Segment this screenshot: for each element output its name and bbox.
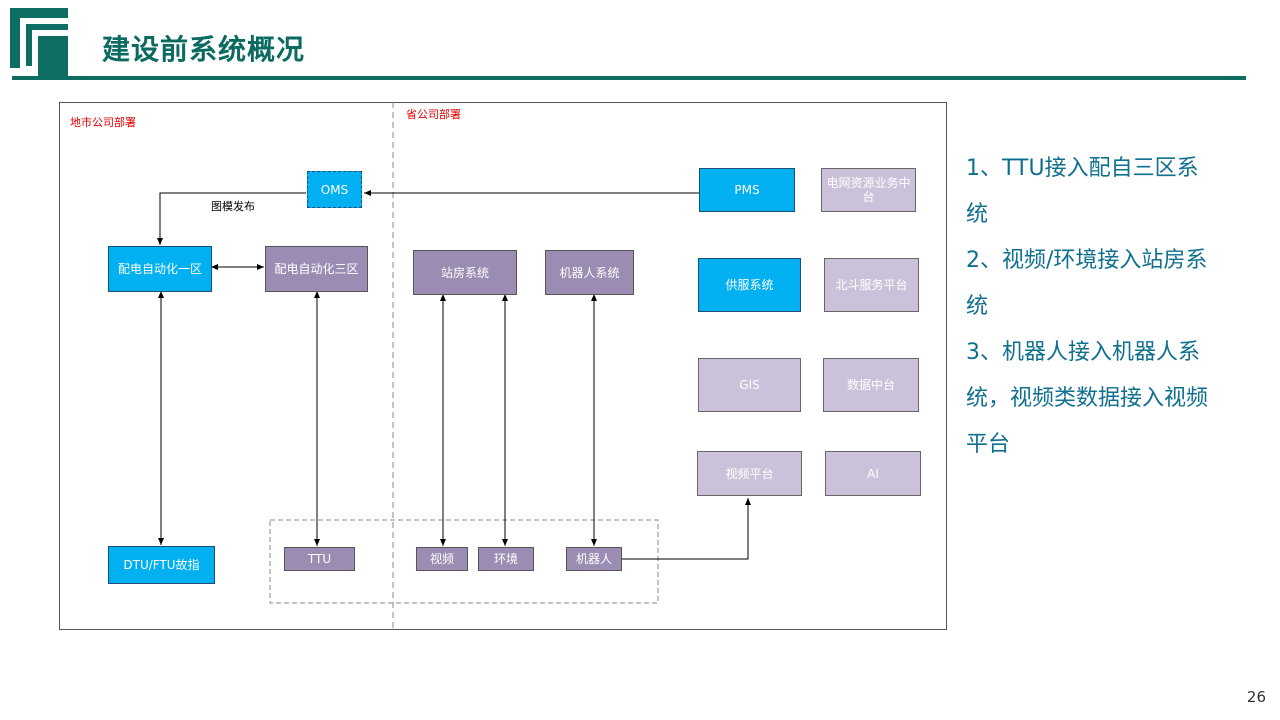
node-video: 视频: [416, 547, 468, 571]
node-distribution-automation-1: 配电自动化一区: [108, 246, 212, 292]
node-ttu: TTU: [284, 547, 355, 571]
slide-title: 建设前系统概况: [102, 33, 306, 66]
node-grid-resource-center: 电网资源业务中台: [821, 168, 916, 212]
node-data-center: 数据中台: [823, 358, 919, 412]
note-line-6: 统，视频类数据接入视频: [966, 386, 1209, 411]
node-environment: 环境: [478, 547, 534, 571]
node-gis: GIS: [698, 358, 801, 412]
node-station-system: 站房系统: [413, 250, 517, 295]
note-line-3: 2、视频/环境接入站房系: [966, 248, 1208, 273]
architecture-diagram: [59, 102, 947, 630]
node-dtu-ftu: DTU/FTU故指: [108, 546, 215, 584]
region-label-province: 省公司部署: [406, 108, 461, 121]
edge-label-model-release: 图模发布: [211, 200, 255, 213]
side-notes: 1、TTU接入配自三区系 统 2、视频/环境接入站房系 统 3、机器人接入机器人…: [966, 146, 1246, 468]
node-oms: OMS: [307, 171, 362, 208]
node-pms: PMS: [699, 168, 795, 212]
note-line-1: 1、TTU接入配自三区系: [966, 156, 1199, 181]
region-label-city: 地市公司部署: [70, 116, 136, 129]
note-line-4: 统: [966, 294, 989, 319]
node-video-platform: 视频平台: [697, 451, 802, 496]
title-divider: [12, 76, 1246, 80]
node-supply-service-system: 供服系统: [698, 258, 801, 312]
note-line-2: 统: [966, 202, 989, 227]
company-logo: [10, 8, 68, 76]
note-line-5: 3、机器人接入机器人系: [966, 340, 1200, 365]
node-robot-system: 机器人系统: [545, 250, 634, 295]
node-distribution-automation-3: 配电自动化三区: [265, 246, 368, 292]
note-line-7: 平台: [966, 432, 1011, 457]
page-number: 26: [1246, 688, 1266, 706]
node-robot: 机器人: [566, 547, 622, 571]
node-beidou-platform: 北斗服务平台: [824, 258, 919, 312]
node-ai: AI: [825, 451, 921, 496]
